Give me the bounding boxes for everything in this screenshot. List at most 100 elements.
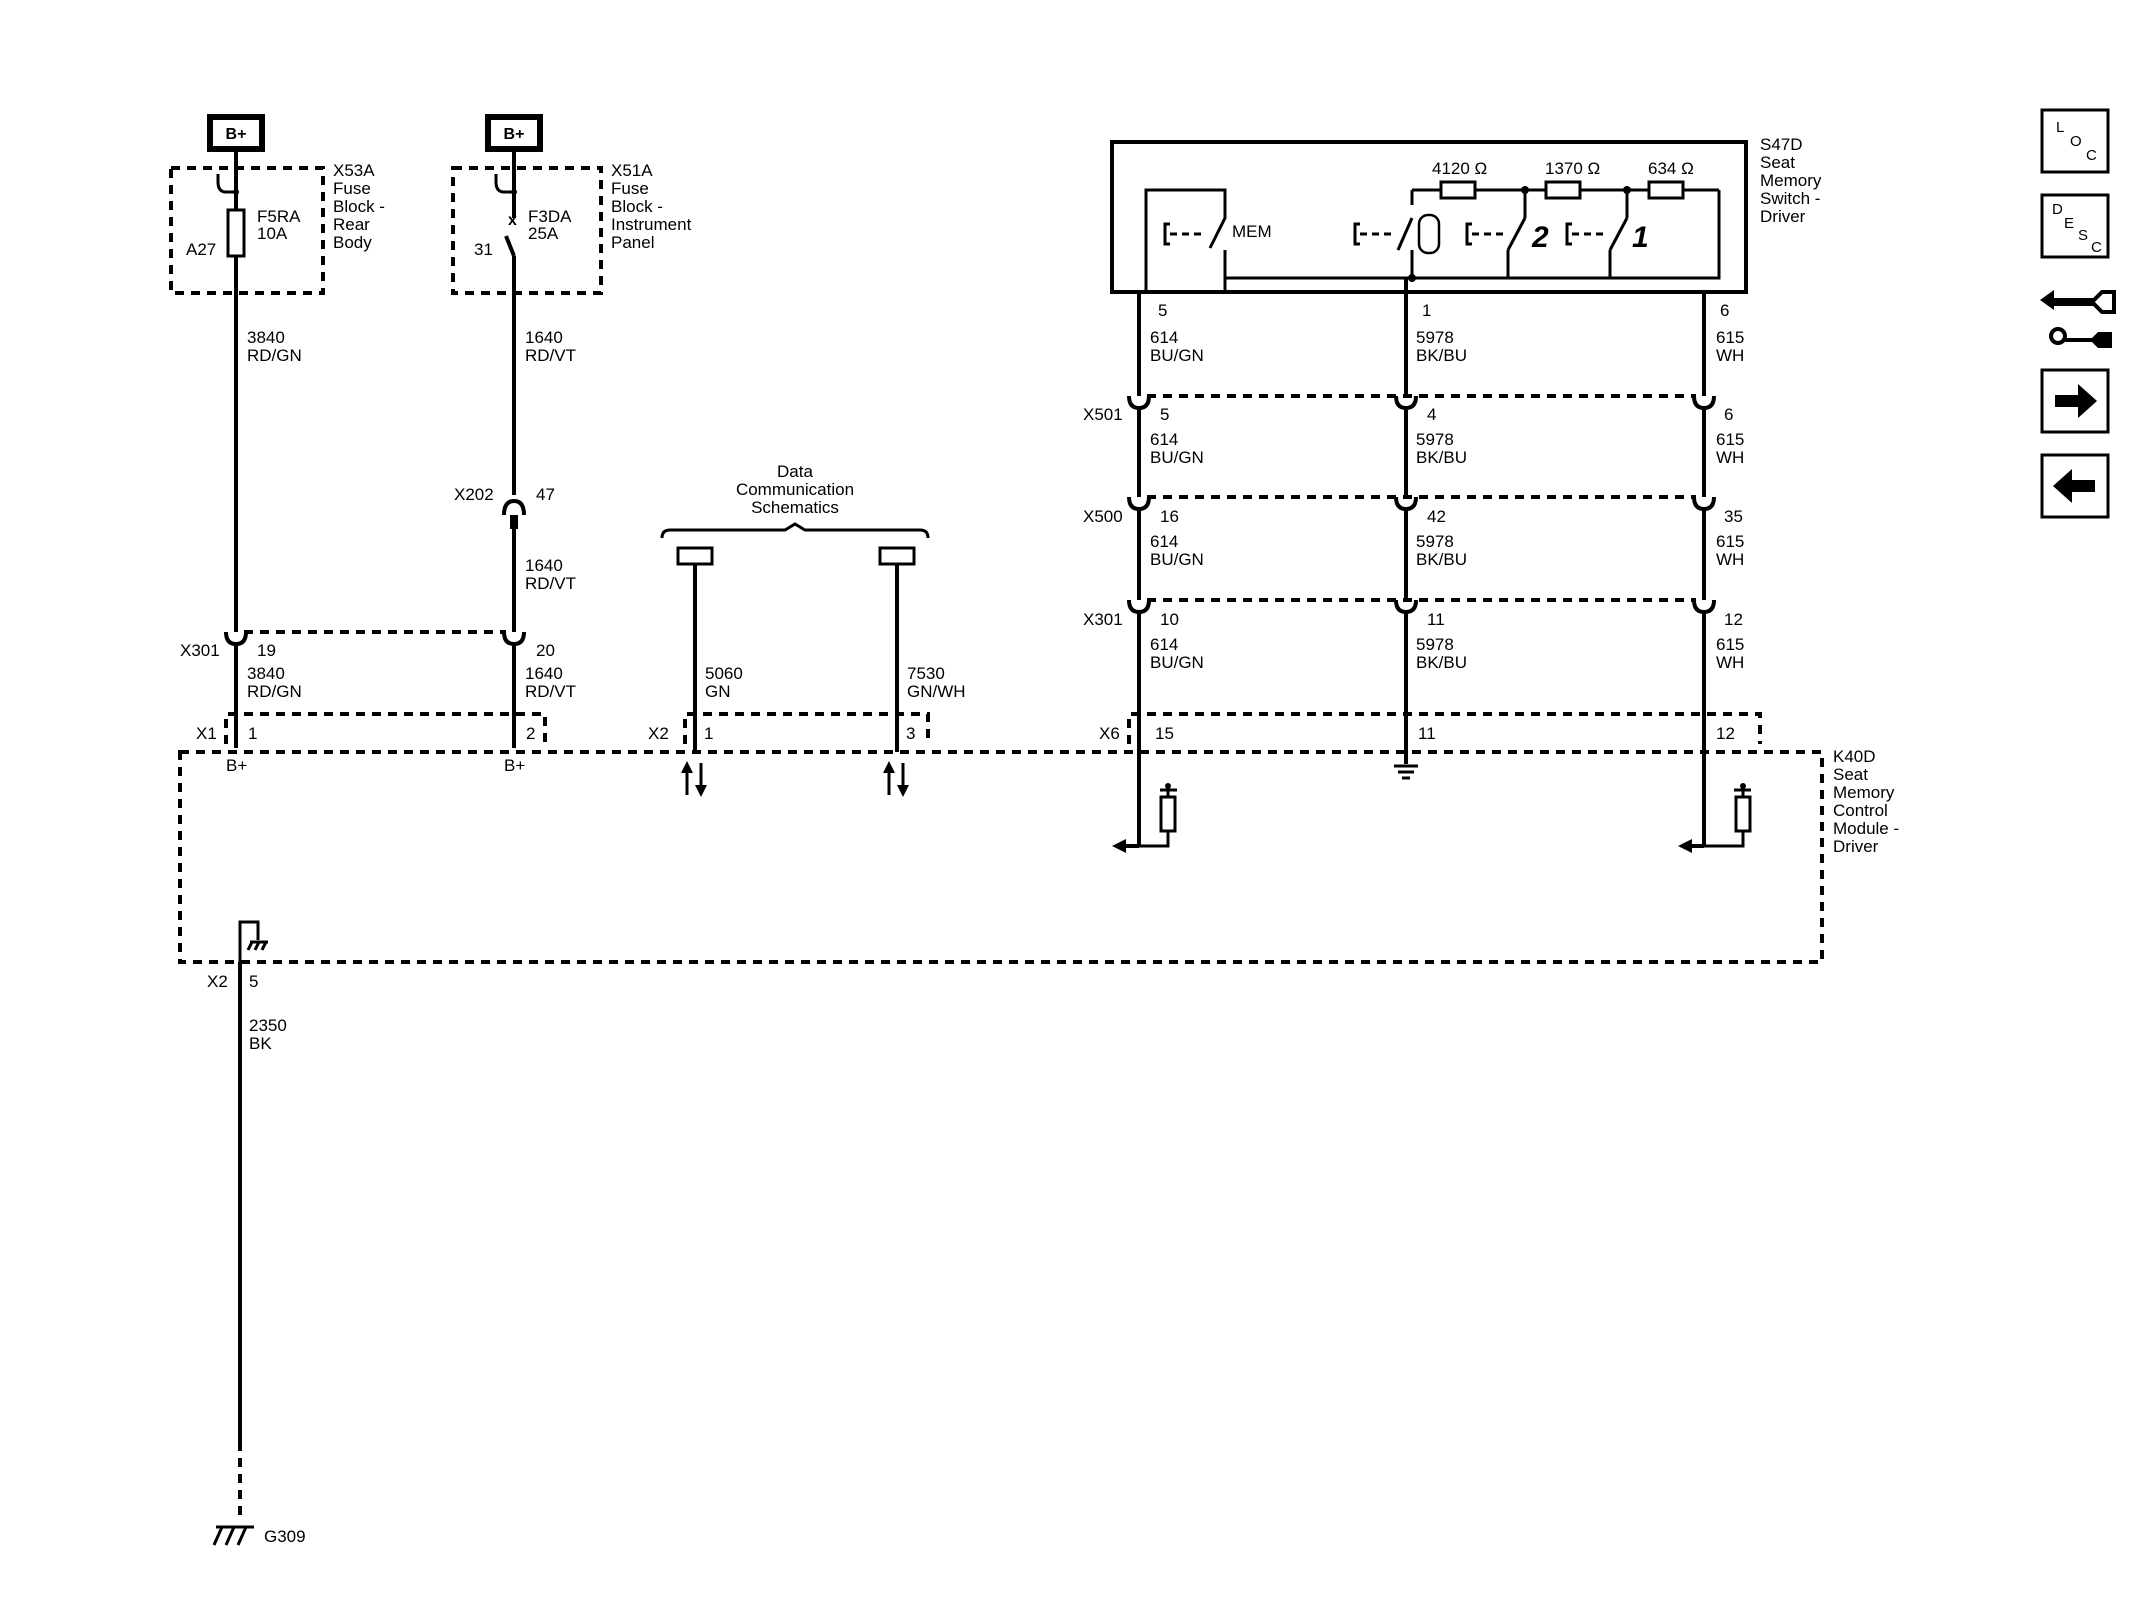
wire-circuit-614: 614: [1150, 328, 1178, 347]
fuse-amps: 25A: [528, 224, 559, 243]
wire-circuit-5978-b: 5978: [1416, 430, 1454, 449]
desc-letter-e: E: [2064, 215, 2074, 232]
circuit-breaker-symbol: [504, 235, 516, 257]
connector-x500: X500 16 42 35: [1083, 495, 1743, 600]
connector-x6-pin-15: 15: [1155, 724, 1174, 743]
next-arrow-button[interactable]: [2040, 368, 2110, 434]
seat-memory-control-module-driver: K40D Seat Memory Control Module - Driver: [178, 747, 1899, 964]
pull-up-resistor-left: [1139, 783, 1177, 848]
wire-circuit-1640: 1640: [525, 328, 563, 347]
wire-circuit-614-b: 614: [1150, 430, 1178, 449]
data-comm-line-3: Schematics: [751, 498, 839, 517]
wire-circuit-5978-c: 5978: [1416, 532, 1454, 551]
bidirectional-arrow-icon: [681, 761, 707, 797]
wire-circuit-5978-d: 5978: [1416, 635, 1454, 654]
fuse-block-desc-4: Panel: [611, 233, 654, 252]
switch-desc-3: Switch -: [1760, 189, 1820, 208]
wire-color-615-b: WH: [1716, 448, 1744, 467]
module-desc-3: Control: [1833, 801, 1888, 820]
mem-label: MEM: [1232, 222, 1272, 241]
wire-color-1640-b: RD/VT: [525, 574, 576, 593]
wire-circuit-615-c: 615: [1716, 532, 1744, 551]
fuse-block-desc-4: Body: [333, 233, 372, 252]
connector-x500-name: X500: [1083, 507, 1123, 526]
wire-color-3840: RD/GN: [247, 346, 302, 365]
wire-circuit-5060: 5060: [705, 664, 743, 683]
connector-x301-left: X301 19 20: [180, 630, 555, 748]
connector-x2-pin-3: 3: [906, 724, 915, 743]
module-name: K40D: [1833, 747, 1876, 766]
wire-color-3840-b: RD/GN: [247, 682, 302, 701]
seat-button-switch: [1353, 213, 1441, 278]
wire-color-1640-c: RD/VT: [525, 682, 576, 701]
memory-button-1-glyph: 1: [1632, 221, 1649, 254]
fuse-block-rear-body: B+ F5RA 10A A27 X53A Fuse Block - Rear B…: [169, 114, 385, 632]
fuse-x-mark: x: [508, 212, 517, 229]
module-desc-1: Seat: [1833, 765, 1868, 784]
connector-x1-name: X1: [196, 724, 217, 743]
loc-button[interactable]: L O C: [2040, 108, 2110, 174]
connector-x501: X501 5 4 6: [1083, 394, 1733, 497]
ground-g309-icon: [212, 1525, 254, 1546]
wire-color-5060: GN: [705, 682, 731, 701]
switch-pin-6: 6: [1720, 301, 1729, 320]
connector-x301-pin-20: 20: [536, 641, 555, 660]
data-comm-line-1: Data: [777, 462, 813, 481]
wire-circuit-614-d: 614: [1150, 635, 1178, 654]
memory-button-2-glyph: 2: [1531, 221, 1549, 254]
signal-arrow-icon: [1678, 839, 1704, 853]
wire-circuit-3840: 3840: [247, 328, 285, 347]
switch-pin-5: 5: [1158, 301, 1167, 320]
fuse-block-desc-3: Instrument: [611, 215, 692, 234]
connector-x500-pin-42: 42: [1427, 507, 1446, 526]
wire-color-5978-b: BK/BU: [1416, 448, 1467, 467]
loc-letter-c: C: [2086, 147, 2097, 164]
connector-x301-pin-10: 10: [1160, 610, 1179, 629]
wire-color-5978-d: BK/BU: [1416, 653, 1467, 672]
wire-circuit-615-b: 615: [1716, 430, 1744, 449]
connector-pinout-icon[interactable]: [2040, 290, 2116, 348]
fuse-block-desc-1: Fuse: [333, 179, 371, 198]
fuse-block-connector: X51A: [611, 161, 653, 180]
resistor-1370: [1544, 180, 1582, 200]
connector-x301-right: X301 10 11 12: [1083, 598, 1743, 842]
previous-arrow-button[interactable]: [2040, 453, 2110, 519]
connector-x301-pin-12: 12: [1724, 610, 1743, 629]
resistor-634: [1647, 180, 1685, 200]
connector-x1-pin-1: 1: [248, 724, 257, 743]
signal-arrow-icon: [1112, 839, 1139, 853]
wire-circuit-1640-b: 1640: [525, 556, 563, 575]
resistor-1370-label: 1370 Ω: [1545, 159, 1600, 178]
connector-x2-pin-1: 1: [704, 724, 713, 743]
connector-x202-name: X202: [454, 485, 494, 504]
seat-memory-switch-driver: S47D Seat Memory Switch - Driver MEM 412…: [1110, 135, 1822, 320]
connector-x1-pin-2: 2: [526, 724, 535, 743]
bidirectional-arrow-icon: [883, 761, 909, 797]
resistor-4120: [1439, 180, 1477, 200]
switch-desc-2: Memory: [1760, 171, 1822, 190]
fuse-block-desc-1: Fuse: [611, 179, 649, 198]
fuse-terminal: 31: [474, 240, 493, 259]
wire-circuit-614-c: 614: [1150, 532, 1178, 551]
connector-x202-pin: 47: [536, 485, 555, 504]
memory-button-1-switch: 1: [1565, 190, 1649, 278]
fuse-symbol: [226, 208, 246, 258]
desc-button[interactable]: D E S C: [2040, 193, 2110, 259]
seat-icon: [1417, 213, 1441, 255]
wire-color-615-d: WH: [1716, 653, 1744, 672]
signal-ground-icon: [1394, 764, 1418, 780]
desc-letter-c: C: [2091, 239, 2102, 256]
wire-color-614-c: BU/GN: [1150, 550, 1204, 569]
module-desc-4: Module -: [1833, 819, 1899, 838]
chassis-ground-icon: [238, 920, 268, 975]
b-plus-label: B+: [226, 126, 247, 143]
connector-x501-pin-6: 6: [1724, 405, 1733, 424]
data-communication-link: Data Communication Schematics 5060 GN 75…: [648, 462, 966, 797]
b-plus-battery-symbol-1: B+: [207, 114, 265, 152]
resistor-634-label: 634 Ω: [1648, 159, 1694, 178]
arrow-right-icon: [2055, 384, 2097, 418]
wire-circuit-3840-b: 3840: [247, 664, 285, 683]
wire-color-2350: BK: [249, 1034, 272, 1053]
wire-color-5978: BK/BU: [1416, 346, 1467, 365]
